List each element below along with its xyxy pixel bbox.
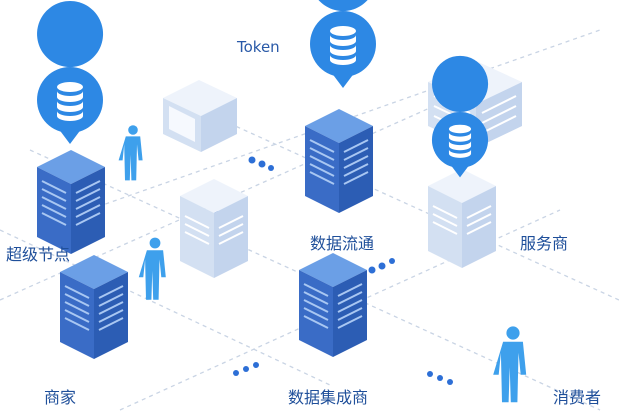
data-flow-label: 数据流通 — [310, 234, 375, 253]
server-icon — [179, 178, 249, 279]
server-icon — [36, 149, 106, 255]
merchant-label: 商家 — [44, 388, 77, 407]
server-icon — [427, 168, 497, 269]
data-integrator-label: 数据集成商 — [288, 388, 369, 407]
token-label: Token — [237, 38, 280, 56]
database-pin-icon — [37, 1, 104, 144]
service-provider-label: 服务商 — [520, 234, 569, 253]
super-node-label: 超级节点 — [6, 245, 71, 264]
consumer-label: 消费者 — [553, 388, 602, 407]
server-icon — [59, 254, 129, 360]
server-icon — [298, 252, 368, 358]
person-icon — [138, 237, 166, 300]
storefront-icon — [163, 80, 237, 152]
server-icon — [304, 108, 374, 214]
person-icon — [118, 125, 143, 181]
database-pin-icon — [310, 0, 377, 88]
person-icon — [493, 326, 527, 403]
